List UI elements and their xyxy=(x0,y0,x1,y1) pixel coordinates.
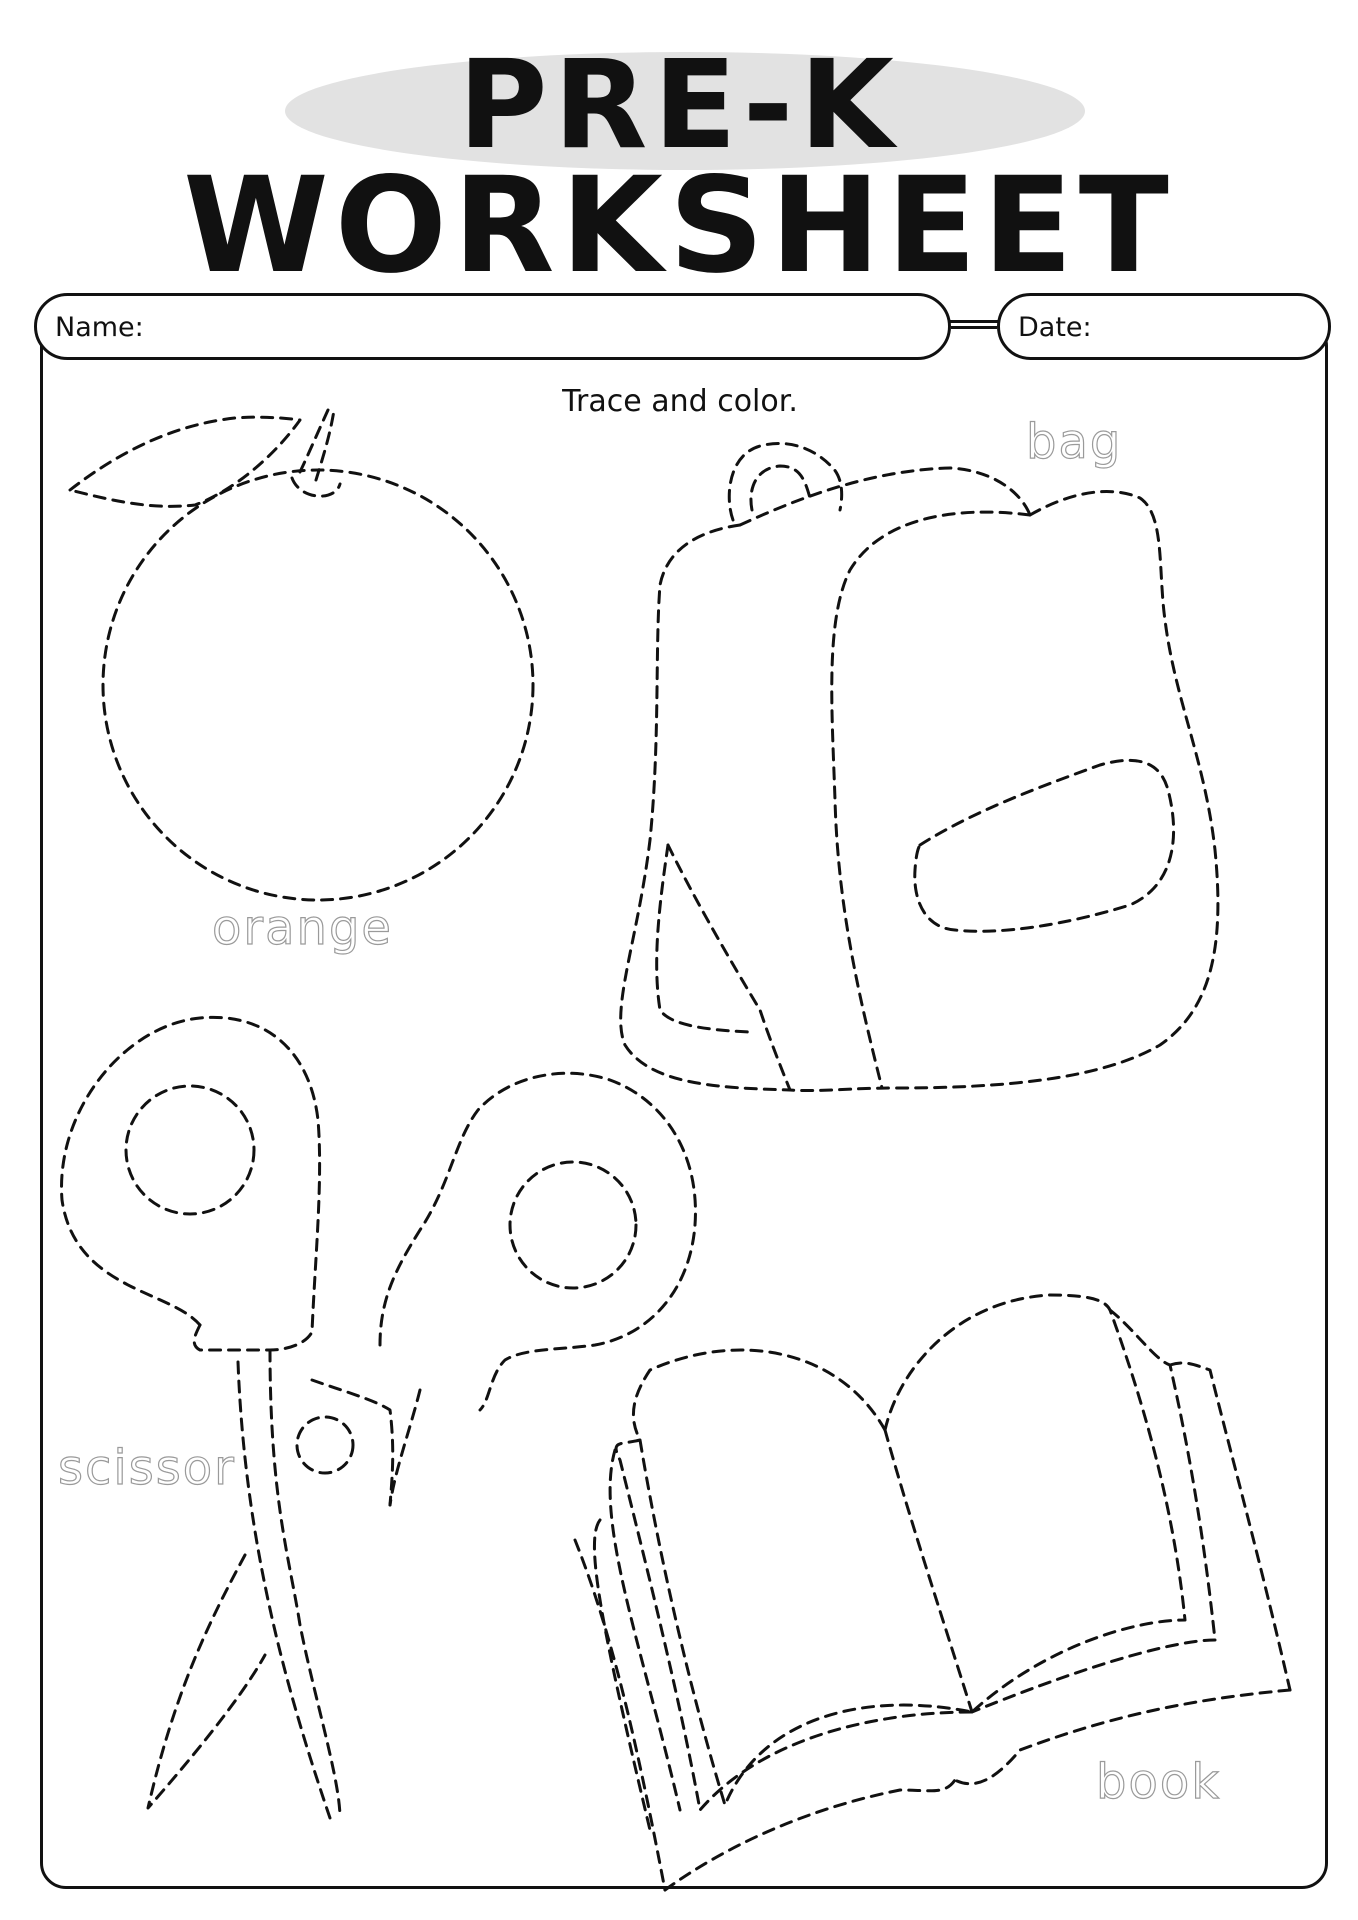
title-line-2: WORKSHEET xyxy=(183,149,1175,303)
orange-icon xyxy=(68,408,535,902)
trace-word-bag: bag xyxy=(1025,413,1123,470)
backpack-icon xyxy=(619,441,1220,1093)
trace-word-scissor: scissor xyxy=(57,1439,236,1496)
title-highlight-blob xyxy=(285,52,1085,170)
name-label: Name: xyxy=(55,312,144,343)
instruction-text: Trace and color. xyxy=(562,384,798,419)
book-icon xyxy=(573,1293,1292,1892)
trace-word-orange: orange xyxy=(211,899,393,956)
worksheet-frame xyxy=(40,320,1328,1889)
title-line-1: PRE-K xyxy=(458,34,900,176)
name-field[interactable]: Name: xyxy=(34,293,951,360)
scissors-icon xyxy=(60,1015,697,1820)
date-label: Date: xyxy=(1018,312,1092,343)
date-field[interactable]: Date: xyxy=(997,293,1331,360)
title-banner: PRE-K WORKSHEET xyxy=(0,0,1358,296)
field-connector-line xyxy=(951,326,997,329)
trace-word-book: book xyxy=(1095,1753,1221,1810)
